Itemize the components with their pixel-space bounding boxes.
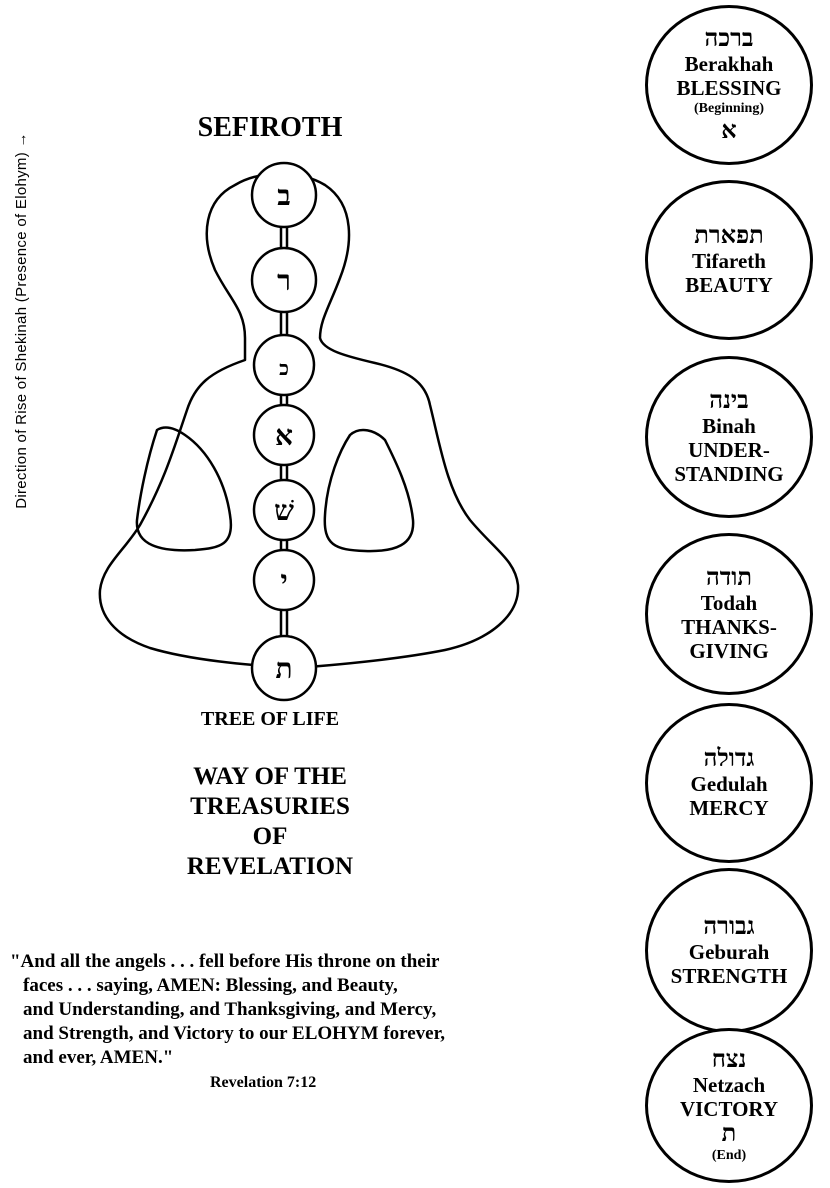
way-line: WAY OF THE	[120, 762, 420, 792]
sefirah-hebrew: ברכה	[705, 26, 754, 52]
sefirah-english: STRENGTH	[671, 964, 788, 988]
sefirah-circle-gedulah: גדולה Gedulah MERCY	[645, 703, 813, 863]
sefirah-circle-berakhah: ברכה Berakhah BLESSING (Beginning) א	[645, 5, 813, 165]
sefirah-circle-netzach: נצח Netzach VICTORY ת (End)	[645, 1028, 813, 1183]
sefirah-name: Berakhah	[685, 52, 774, 76]
sefirah-english: MERCY	[689, 796, 768, 820]
sefirah-name: Todah	[701, 591, 757, 615]
spine-circles: ב ר כ א שׁ י ת	[252, 163, 316, 700]
sefirah-english: THANKS-	[681, 615, 777, 639]
sefirah-letter: א	[721, 118, 736, 144]
left-arm-gap	[137, 428, 231, 551]
meditating-figure: ב ר כ א שׁ י ת	[95, 160, 545, 705]
scripture-quote: "And all the angels . . . fell before Hi…	[10, 950, 570, 1070]
spine-letter: שׁ	[274, 494, 294, 527]
side-direction-label: Direction of Rise of Shekinah (Presence …	[8, 60, 34, 580]
spine-letter: כ	[279, 356, 289, 380]
sefirah-letter: ת	[722, 1121, 737, 1147]
way-line: OF	[120, 822, 420, 852]
sefirah-hebrew: נצח	[712, 1047, 747, 1073]
way-line: TREASURIES	[120, 792, 420, 822]
sefirah-circle-todah: תודה Todah THANKS- GIVING	[645, 533, 813, 695]
way-title: WAY OF THE TREASURIES OF REVELATION	[120, 762, 420, 882]
sefirah-circle-geburah: גבורה Geburah STRENGTH	[645, 868, 813, 1033]
spine-letter: י	[280, 564, 287, 597]
tree-of-life-label: TREE OF LIFE	[140, 708, 400, 731]
sefirah-name: Binah	[702, 414, 756, 438]
sefirah-english: UNDER-	[688, 438, 770, 462]
sefirah-name: Netzach	[693, 1073, 765, 1097]
sefirah-hebrew: בינה	[709, 388, 748, 414]
sefirah-hebrew: גדולה	[704, 746, 755, 772]
sefirah-name: Gedulah	[690, 772, 767, 796]
sefirah-english: VICTORY	[680, 1097, 778, 1121]
page-title: SEFIROTH	[150, 112, 390, 144]
sefirah-english-continued: STANDING	[674, 462, 783, 486]
spine-letter: ב	[277, 179, 291, 212]
sefirah-name: Tifareth	[692, 249, 766, 273]
sefirah-english-continued: GIVING	[689, 639, 768, 663]
quote-line: and Understanding, and Thanksgiving, and…	[10, 998, 570, 1022]
sefirah-english: BLESSING	[676, 76, 781, 100]
sefirah-circle-tifareth: תפארת Tifareth BEAUTY	[645, 180, 813, 340]
right-arm-gap	[325, 430, 413, 551]
sefirah-note: (Beginning)	[694, 100, 764, 118]
spine-letter: ר	[277, 264, 291, 297]
way-line: REVELATION	[120, 852, 420, 882]
spine-letter: ת	[275, 652, 292, 685]
quote-line: faces . . . saying, AMEN: Blessing, and …	[10, 974, 570, 998]
quote-line: "And all the angels . . . fell before Hi…	[10, 950, 570, 974]
sefirah-name: Geburah	[689, 940, 770, 964]
sefirah-hebrew: תודה	[706, 565, 752, 591]
sefirah-english: BEAUTY	[685, 273, 773, 297]
sefirah-note: (End)	[712, 1147, 746, 1165]
spine-letter: א	[275, 419, 293, 452]
quote-reference: Revelation 7:12	[210, 1074, 316, 1092]
sefirah-hebrew: תפארת	[694, 223, 764, 249]
sefirah-circle-binah: בינה Binah UNDER- STANDING	[645, 356, 813, 518]
quote-line: and ever, AMEN."	[10, 1046, 570, 1070]
sefirah-hebrew: גבורה	[703, 914, 754, 940]
quote-line: and Strength, and Victory to our ELOHYM …	[10, 1022, 570, 1046]
